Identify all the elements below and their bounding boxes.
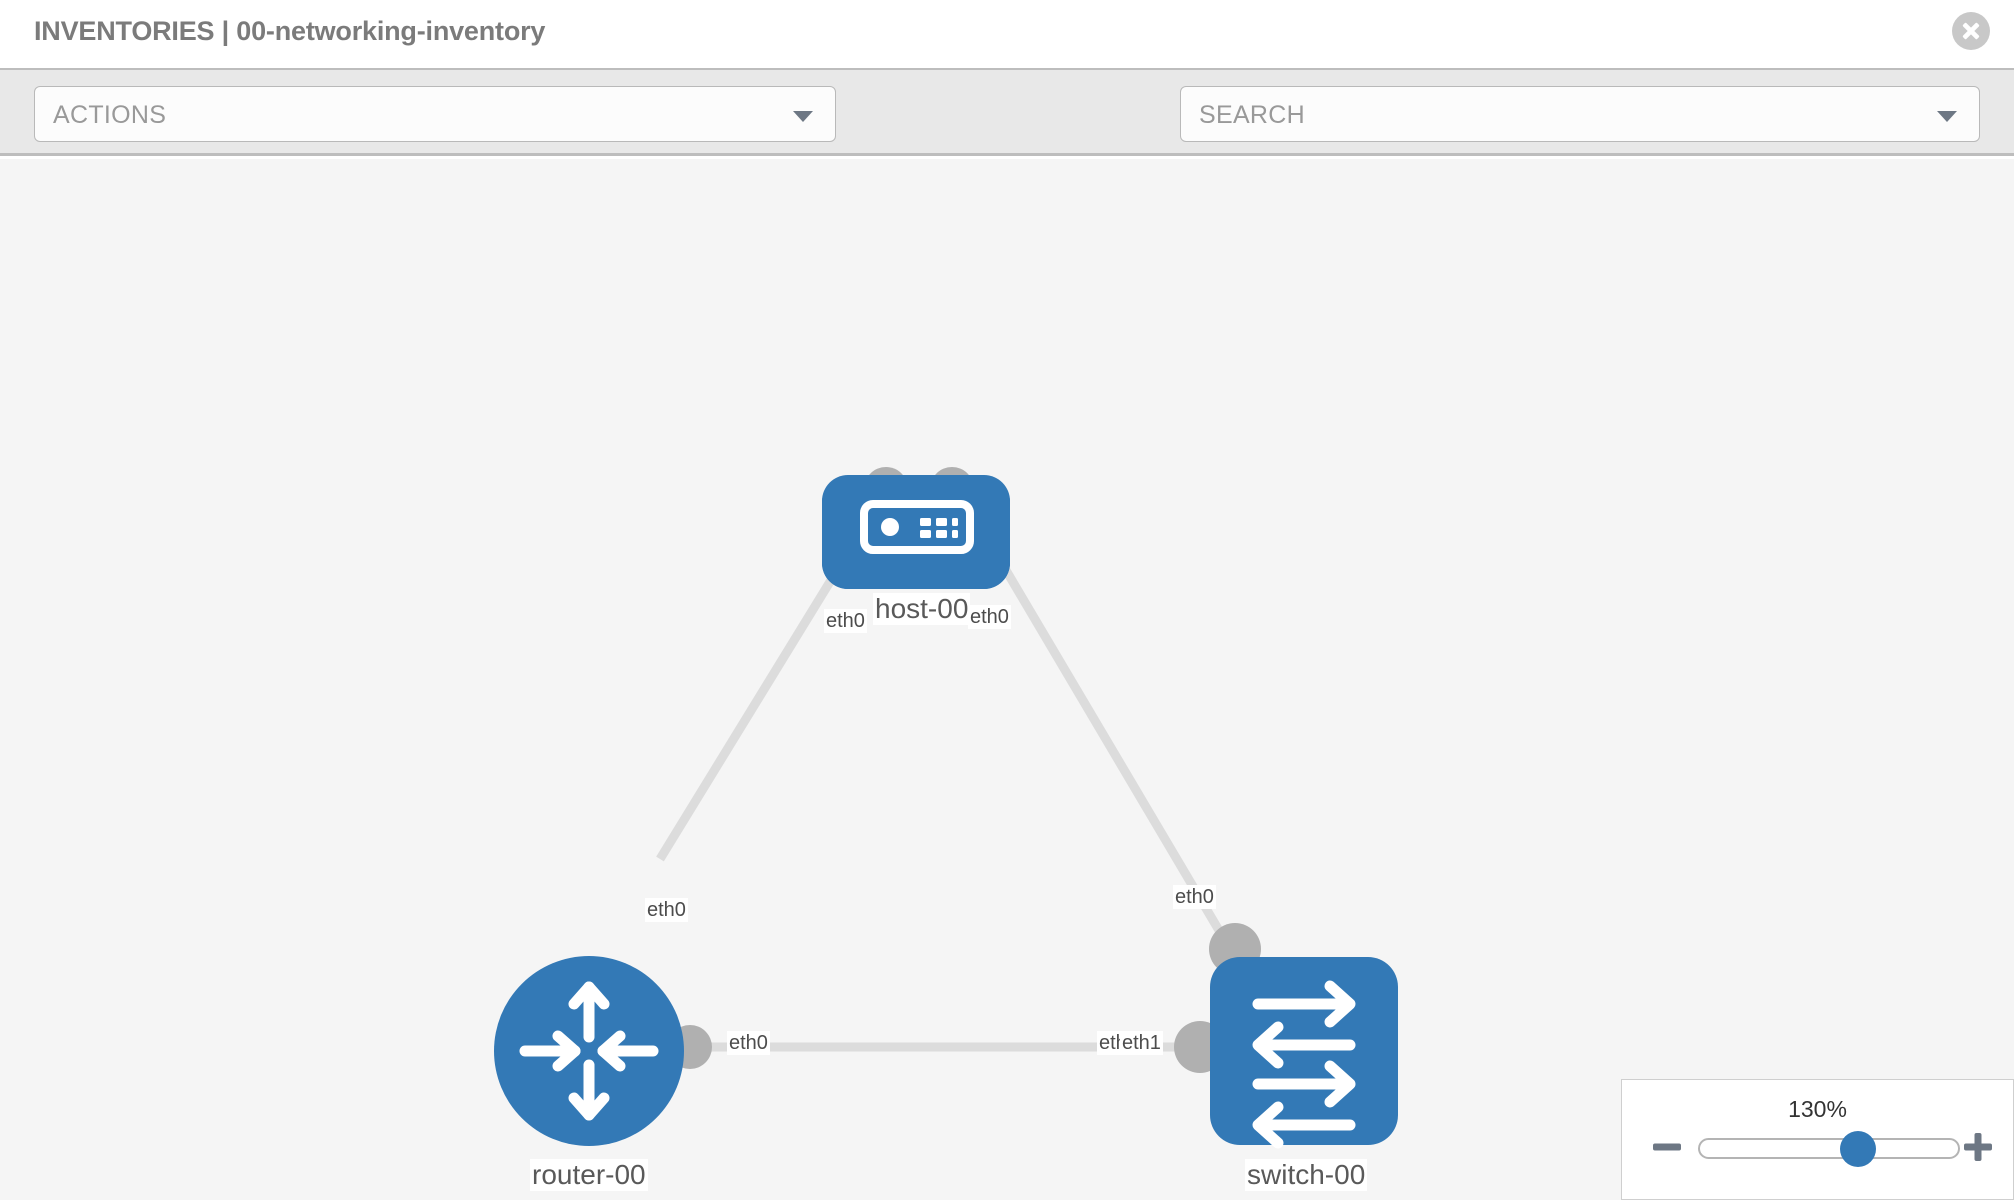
node-label-switch-00: switch-00 <box>1245 1159 1368 1192</box>
title-bar: INVENTORIES | 00-networking-inventory <box>0 0 2014 68</box>
edge-label-host-eth0-left: eth0 <box>824 609 867 633</box>
minus-icon[interactable] <box>1650 1130 1684 1164</box>
switch-arrows-icon <box>1252 980 1356 1149</box>
router-arrows-icon <box>519 981 659 1121</box>
edge-label-router-eth0-uplink: eth0 <box>645 898 688 922</box>
actions-dropdown[interactable]: ACTIONS <box>34 86 836 142</box>
zoom-level-label: 130% <box>1788 1096 1847 1122</box>
node-label-router-00: router-00 <box>530 1159 648 1192</box>
edge-label-host-eth0-right: eth0 <box>968 605 1011 629</box>
plus-icon[interactable] <box>1961 1130 1995 1164</box>
node-host-00[interactable] <box>822 475 1010 589</box>
chevron-down-icon <box>793 111 813 122</box>
topology-canvas[interactable]: host-00 router-00 switch-00 eth0 eth0 et… <box>0 159 2014 1200</box>
close-icon[interactable] <box>1952 12 1990 50</box>
actions-dropdown-label: ACTIONS <box>53 101 167 129</box>
node-label-host-00: host-00 <box>873 593 971 626</box>
search-input[interactable]: SEARCH <box>1180 86 1980 142</box>
zoom-control: 130% <box>1621 1079 2014 1200</box>
server-icon <box>860 500 974 554</box>
node-switch-00[interactable] <box>1210 957 1398 1149</box>
page-title: INVENTORIES | 00-networking-inventory <box>34 16 546 46</box>
edge-label-switch-eth1: eth1 <box>1120 1031 1163 1055</box>
search-placeholder: SEARCH <box>1199 101 1305 129</box>
zoom-slider-thumb[interactable] <box>1840 1131 1876 1167</box>
chevron-down-icon[interactable] <box>1937 111 1957 122</box>
zoom-slider[interactable] <box>1698 1131 1960 1167</box>
node-router-00[interactable] <box>494 956 684 1146</box>
topology-graph <box>494 467 1398 1149</box>
edge-label-router-eth0: eth0 <box>727 1031 770 1055</box>
toolbar: ACTIONS SEARCH <box>0 68 2014 190</box>
edge-label-switch-eth0-uplink: eth0 <box>1173 885 1216 909</box>
